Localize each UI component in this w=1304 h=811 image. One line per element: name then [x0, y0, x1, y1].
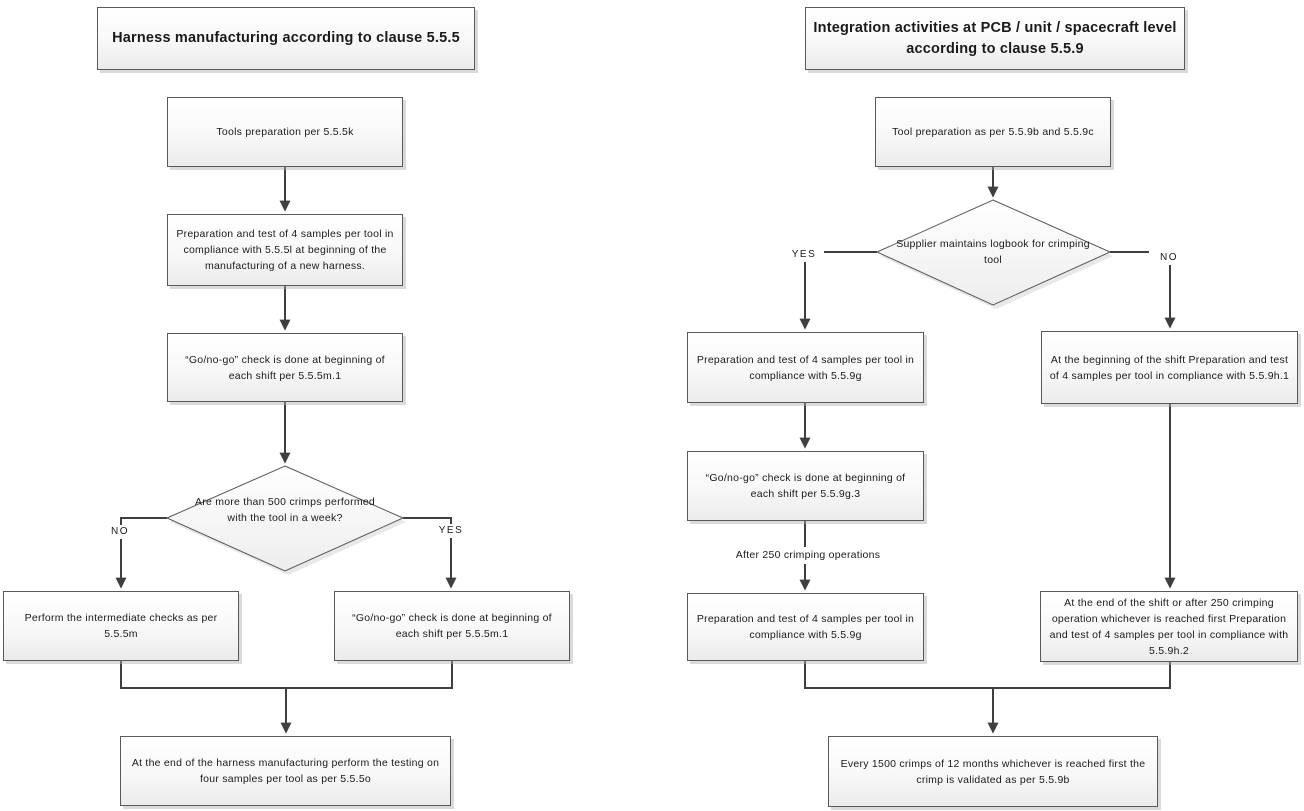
node-yes-prep-test-text: Preparation and test of 4 samples per to…: [696, 353, 915, 382]
node-no-end-shift: At the end of the shift or after 250 cri…: [1040, 591, 1298, 662]
decision-500-crimps-label: Are more than 500 crimps performed with …: [194, 496, 376, 524]
node-yes-gonogo-text: “Go/no-go” check is done at beginning of…: [705, 472, 906, 500]
l-conn-yes: [403, 517, 457, 589]
integration-title: Integration activities at PCB / unit / s…: [805, 7, 1185, 70]
node-prep-test-samples-text: Preparation and test of 4 samples per to…: [176, 228, 394, 272]
l-conn-merge: [120, 661, 453, 689]
node-end-harness-testing: At the end of the harness manufacturing …: [120, 736, 451, 806]
l-conn-no: [115, 517, 167, 589]
node-no-end-shift-text: At the end of the shift or after 250 cri…: [1049, 596, 1289, 657]
node-gonogo-each-shift: “Go/no-go” check is done at beginning of…: [167, 333, 403, 402]
harness-title-text: Harness manufacturing according to claus…: [112, 30, 460, 46]
decision-500-crimps-shape: [165, 465, 405, 572]
node-yes-prep-test-2: Preparation and test of 4 samples per to…: [687, 593, 924, 661]
node-no-begin-shift-text: At the beginning of the shift Preparatio…: [1049, 353, 1290, 382]
node-intermediate-checks-text: Perform the intermediate checks as per 5…: [24, 612, 218, 640]
r-conn-yes: [799, 251, 877, 330]
node-gonogo-yes-branch-text: “Go/no-go” check is done at beginning of…: [352, 612, 552, 640]
node-no-begin-shift: At the beginning of the shift Preparatio…: [1041, 331, 1298, 404]
label-no-left: NO: [100, 525, 140, 539]
node-prep-test-samples: Preparation and test of 4 samples per to…: [167, 214, 403, 286]
decision-logbook-shape: [875, 199, 1112, 306]
integration-title-line1: Integration activities at PCB / unit / s…: [813, 19, 1177, 36]
r-conn-merge: [804, 661, 1171, 689]
node-end-harness-testing-text: At the end of the harness manufacturing …: [131, 757, 440, 785]
node-intermediate-checks: Perform the intermediate checks as per 5…: [3, 591, 239, 661]
integration-title-text: Integration activities at PCB / unit / s…: [813, 18, 1176, 60]
node-tools-preparation-text: Tools preparation per 5.5.5k: [216, 126, 354, 138]
node-gonogo-each-shift-text: “Go/no-go” check is done at beginning of…: [185, 353, 385, 382]
label-after-250-crimping: After 250 crimping operations: [713, 547, 903, 564]
node-gonogo-yes-branch: “Go/no-go” check is done at beginning of…: [334, 591, 570, 661]
node-tools-preparation: Tools preparation per 5.5.5k: [167, 97, 403, 167]
node-yes-prep-test-2-text: Preparation and test of 4 samples per to…: [696, 613, 915, 641]
node-crimp-validation: Every 1500 crimps of 12 months whichever…: [828, 736, 1158, 807]
node-tool-preparation: Tool preparation as per 5.5.9b and 5.5.9…: [875, 97, 1111, 167]
decision-logbook-label: Supplier maintains logbook for crimping …: [896, 238, 1090, 266]
node-yes-gonogo: “Go/no-go” check is done at beginning of…: [687, 451, 924, 521]
label-yes-left: YES: [431, 524, 471, 538]
integration-title-line2: according to clause 5.5.9: [906, 40, 1084, 57]
label-no-right: NO: [1149, 251, 1189, 265]
label-yes-right: YES: [784, 248, 824, 262]
node-tool-preparation-text: Tool preparation as per 5.5.9b and 5.5.9…: [892, 126, 1094, 138]
node-yes-prep-test: Preparation and test of 4 samples per to…: [687, 332, 924, 403]
harness-title: Harness manufacturing according to claus…: [97, 7, 475, 70]
node-crimp-validation-text: Every 1500 crimps of 12 months whichever…: [840, 757, 1146, 786]
